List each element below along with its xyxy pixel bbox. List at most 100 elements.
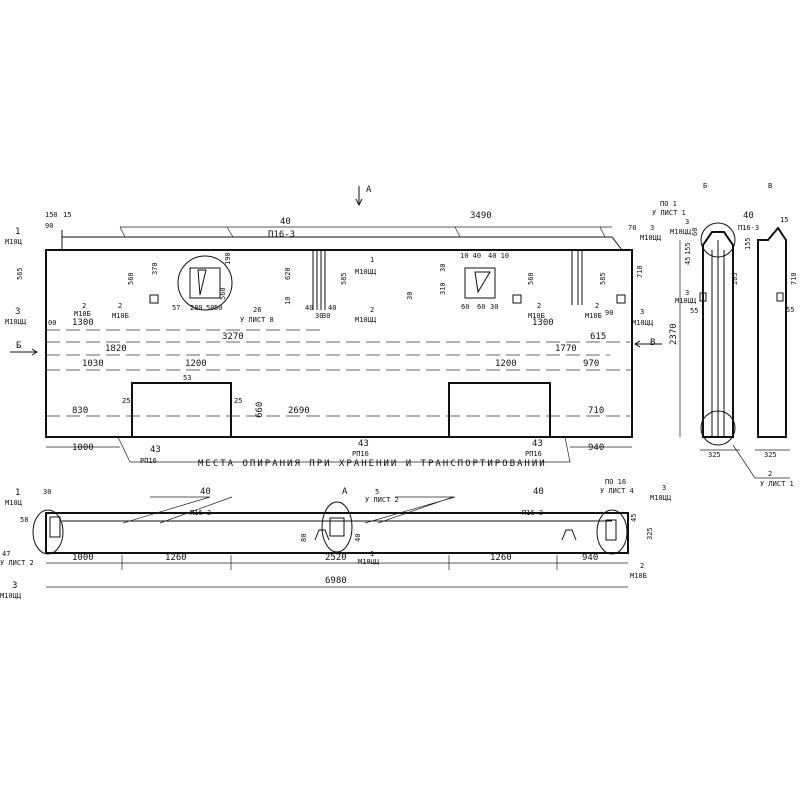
dim-label: 560 [527,272,535,285]
callout: М10Б [74,310,91,318]
dim-label: 325 [708,451,721,459]
dim-label: 55 [786,306,794,314]
arrow-b-icon [10,348,38,356]
callout: РП16 [352,450,369,458]
embedded-part-right [464,267,496,299]
dim-label: 1200 [495,359,517,369]
callout: М10Б [585,312,602,320]
plan-view: 1 М10Ц 30 58 40 П16-3 40 П16-3 A 5 У ЛИС… [0,478,672,600]
callout: М10ЦЦ [675,297,697,305]
callout: У ЛИСТ 1 [760,480,794,488]
callout: 43 [532,439,543,449]
dim-label: 710 [588,406,604,416]
section-mark-v: В [650,338,655,348]
callout: М10Б [528,312,545,320]
dim-label: 1260 [165,553,187,563]
section-v-title: В [768,182,772,190]
dim-label: 585 [599,272,607,285]
callout: 1 [370,256,374,264]
callout: 3 [662,484,666,492]
dim-label: 45 [684,257,692,265]
dim-label: 1300 [72,318,94,328]
callout: 43 [150,445,161,455]
dim-label: 40 [354,534,362,542]
dim-label: 2370 [669,323,679,345]
panel-outline [45,249,633,438]
section-plates [699,292,784,302]
dim-label: 30 [490,303,498,311]
dim-label: 55 [690,307,698,315]
dim-label: 90 [605,309,613,317]
callout: 40 [743,211,754,221]
callout: М10ЦЦ [650,494,672,502]
rebar-label: П16-3 [268,230,295,240]
callout: 3 [650,224,654,232]
callout: 2 [370,306,374,314]
dim-label: 710 [636,265,644,278]
support-leaders [46,436,632,463]
dim-label: 30 [322,312,330,320]
dim-label: 40 [305,304,313,312]
callout: 2 [537,302,541,310]
dim-label: 155 [744,237,752,250]
dim-label: 1300 [532,318,554,328]
dim-label: 660 [255,402,265,418]
callout: РП16 [140,457,157,465]
dim-label: 30 [406,292,414,300]
detail-circle-top [700,222,736,258]
dim-label: 560 [219,287,227,300]
section-b-title: Б [703,182,707,190]
dim-label: 2690 [288,406,310,416]
section-dims [679,240,790,451]
dim-label: 370 [151,262,159,275]
callout: У ЛИСТ 8 [240,316,274,324]
dim-label: 1000 [72,443,94,453]
dim-label: 830 [72,406,88,416]
dim-label: 280 [190,304,203,312]
dim-label: 1820 [105,344,127,354]
callout: 2 [118,302,122,310]
section-mark-a: A [366,185,372,195]
dim-label: 940 [588,443,604,453]
section-mark-a-plan: A [342,487,348,497]
small-plates [149,294,626,304]
dim-label: 325 [646,527,654,540]
callout: П16-3 [522,509,543,517]
dim-label: 15 [780,216,788,224]
plan-outline [45,512,629,554]
callout: У ЛИСТ 4 [600,487,634,495]
dim-label: 310 [439,282,447,295]
detail-ellipse-left [32,509,64,555]
callout: У ЛИСТ 1 [652,209,686,217]
plan-plates [49,516,617,541]
section-mark-b: Б [16,341,21,351]
callout: 43 [358,439,369,449]
slots [312,250,583,310]
dim-label: 58 [20,516,28,524]
dim-label: 53 [183,374,191,382]
callout: 2 [640,562,644,570]
dim-label: 15 [63,211,71,219]
callout: У ЛИСТ 2 [365,496,399,504]
dim-label: 1770 [555,344,577,354]
dim-label: 60 [477,303,485,311]
dim-label: 40 [280,217,291,227]
dim-label: 3490 [470,211,492,221]
dim-label: 25 [122,397,130,405]
callout: 1 [15,488,20,498]
dim-label: 90 [45,222,53,230]
dim-label: 2520 [325,553,347,563]
openings [131,382,551,437]
callout: У ЛИСТ 2 [0,559,34,567]
dim-label: 940 [582,553,598,563]
callout: 47 [2,550,10,558]
plan-dim-lines [46,555,628,588]
dimension-lines [46,329,632,417]
dim-label: 560 [127,272,135,285]
callout: П16-3 [190,509,211,517]
arrow-a-icon [355,186,363,207]
callout: М10Б [112,312,129,320]
callout: 3 [640,308,644,316]
